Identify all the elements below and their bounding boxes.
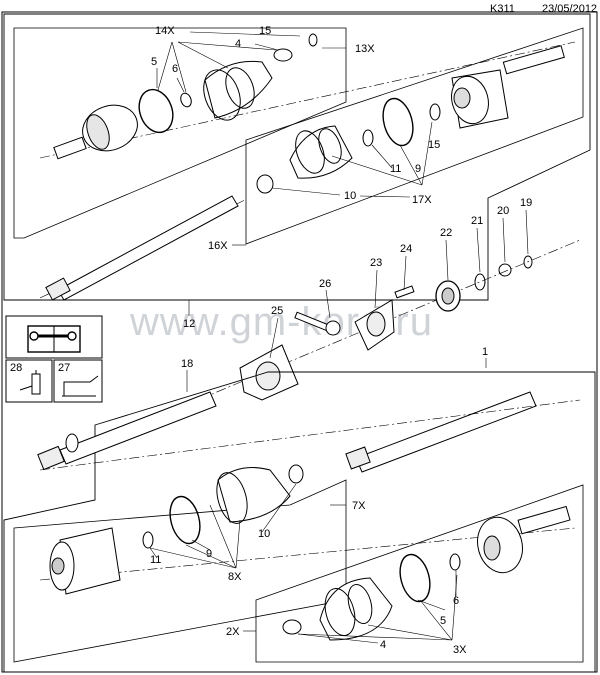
callout-11b: 11 [150,554,161,566]
callout-8x: 8X [228,571,242,583]
lower-outer-cv-joint [477,505,571,574]
callout-6a: 6 [172,63,178,75]
outer-cv-joint [53,104,138,160]
callout-15a: 15 [259,25,271,37]
lower-assembly-frame [3,371,596,673]
wrench-book-icon [27,325,81,353]
bolt-26 [294,311,341,336]
callout-24: 24 [400,243,412,255]
ring-19 [523,255,533,269]
clamp-band-9a [382,97,414,147]
callout-10b: 10 [258,528,270,540]
callout-17x: 17X [412,194,432,206]
clamp-10a [256,174,274,194]
callout-11a: 11 [390,163,401,175]
lower-joint-housing [49,527,121,595]
kit-2x-frame [255,484,584,663]
callout-5a: 5 [151,56,157,68]
callout-27: 27 [58,362,70,374]
callout-3x: 3X [453,644,467,656]
clamp-4a [273,48,293,62]
mid-centerline [149,239,581,421]
clamp-4b [282,619,302,635]
callout-18: 18 [181,358,193,370]
callout-4b: 4 [380,639,386,651]
upper-assembly-frame [3,13,591,301]
ring-20 [498,263,512,277]
callout-6b: 6 [453,595,459,607]
callout-23: 23 [370,257,382,269]
callout-20: 20 [497,205,509,217]
bolt-24 [394,285,415,299]
callout-16x: 16X [208,240,228,252]
middle-leaders [186,209,529,392]
callout-9a: 9 [415,163,421,175]
drive-shaft-18 [37,391,217,471]
callout-1: 1 [482,346,488,358]
bearing-22 [435,280,461,312]
inner-boot [289,125,353,179]
inner-joint-housing [451,45,565,129]
callout-14x: 14X [155,25,175,37]
ring-21 [474,273,486,291]
callout-19: 19 [520,197,532,209]
callout-2x: 2X [226,626,240,638]
callout-22: 22 [440,227,452,239]
callout-5b: 5 [440,615,446,627]
clamp-band-9b [169,495,201,545]
callout-28: 28 [10,362,22,374]
circlip-11b [142,531,154,549]
clamp-band-5b [399,553,431,603]
kit-13x-frame [13,27,347,239]
clamp-band-5a [138,88,174,134]
circlip-15b [429,103,441,121]
container-icon [62,375,99,397]
callout-labels: 14X 15 4 13X 5 6 11 9 15 10 17X 16X 12 2… [10,25,532,656]
lower-inner-boot [216,467,291,524]
callout-7x: 7X [352,500,366,512]
callout-21: 21 [471,215,483,227]
circlip-6a [180,92,192,108]
drive-shaft-1 [345,391,537,473]
tool-reference-panel [5,315,103,403]
bearing-bracket-23 [354,299,395,351]
kit-16x-frame [245,27,584,245]
lower-leaders [149,483,458,644]
circlip-6b [449,553,461,571]
circlip-11a [362,129,374,147]
carrier-bracket-25 [239,344,299,401]
ring-15a [308,33,318,47]
callout-25: 25 [271,305,283,317]
lower-outer-boot [319,577,393,641]
upper-leaders [156,31,433,316]
grease-gun-icon [19,370,41,395]
clamp-10b [288,464,304,484]
lower-centerline [39,399,581,471]
callout-15b: 15 [428,139,440,151]
drive-shaft-upper [45,195,239,301]
callout-10a: 10 [344,190,356,202]
callout-4a: 4 [235,38,241,50]
callout-12: 12 [183,318,195,330]
outer-boot [203,60,273,121]
callout-9b: 9 [206,548,212,560]
callout-26: 26 [319,278,331,290]
callout-13x: 13X [355,43,375,55]
